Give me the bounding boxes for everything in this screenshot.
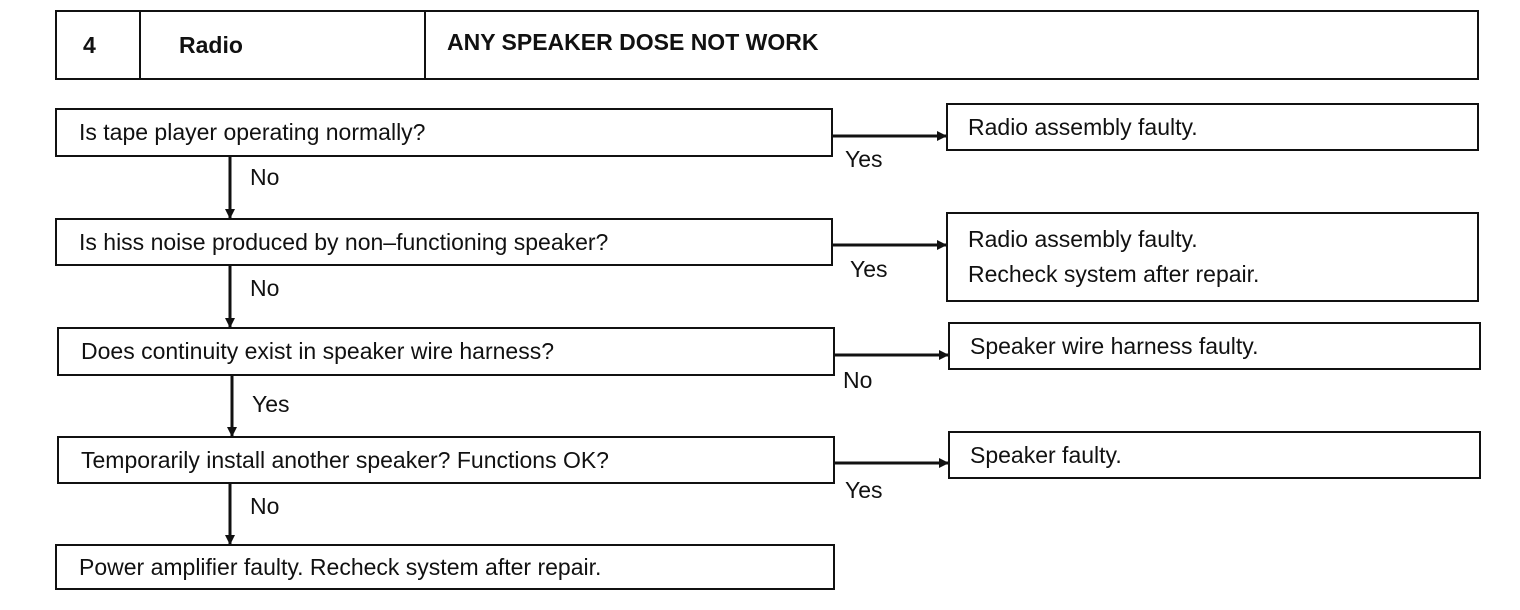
question-box-2: Is hiss noise produced by non–functionin… xyxy=(55,218,833,266)
side-label-3: No xyxy=(843,367,873,393)
question-text-3: Does continuity exist in speaker wire ha… xyxy=(81,338,555,364)
result-box-3: Speaker wire harness faulty. xyxy=(948,322,1481,370)
question-text-2: Is hiss noise produced by non–functionin… xyxy=(79,228,609,255)
header-divider-2 xyxy=(424,12,426,78)
side-label-1: Yes xyxy=(845,146,883,172)
down-label-3: Yes xyxy=(252,391,290,417)
header-title: ANY SPEAKER DOSE NOT WORK xyxy=(447,28,819,55)
result-text-1-line-1: Radio assembly faulty. xyxy=(968,113,1198,140)
question-box-4: Temporarily install another speaker? Fun… xyxy=(57,436,835,484)
side-label-4: Yes xyxy=(845,477,883,503)
down-label-1: No xyxy=(250,164,280,190)
result-text-4-line-1: Speaker faulty. xyxy=(970,441,1122,468)
header-bar: 4 Radio ANY SPEAKER DOSE NOT WORK xyxy=(55,10,1479,80)
question-text-1: Is tape player operating normally? xyxy=(79,119,426,145)
header-divider-1 xyxy=(139,12,141,78)
down-label-4: No xyxy=(250,493,280,519)
side-label-2: Yes xyxy=(850,256,888,282)
question-text-4: Temporarily install another speaker? Fun… xyxy=(81,446,609,473)
header-system: Radio xyxy=(179,31,243,58)
result-box-1: Radio assembly faulty. xyxy=(946,103,1479,151)
final-result-box: Power amplifier faulty. Recheck system a… xyxy=(55,544,835,590)
result-text-2-line-1: Radio assembly faulty. xyxy=(968,226,1198,252)
question-box-1: Is tape player operating normally? xyxy=(55,108,833,157)
result-box-4: Speaker faulty. xyxy=(948,431,1481,479)
result-text-3-line-1: Speaker wire harness faulty. xyxy=(970,332,1259,359)
question-box-3: Does continuity exist in speaker wire ha… xyxy=(57,327,835,376)
header-number: 4 xyxy=(83,31,96,58)
result-box-2: Radio assembly faulty. Recheck system af… xyxy=(946,212,1479,302)
result-text-2-line-2: Recheck system after repair. xyxy=(968,261,1260,287)
down-label-2: No xyxy=(250,275,280,301)
final-result-text: Power amplifier faulty. Recheck system a… xyxy=(79,553,602,580)
